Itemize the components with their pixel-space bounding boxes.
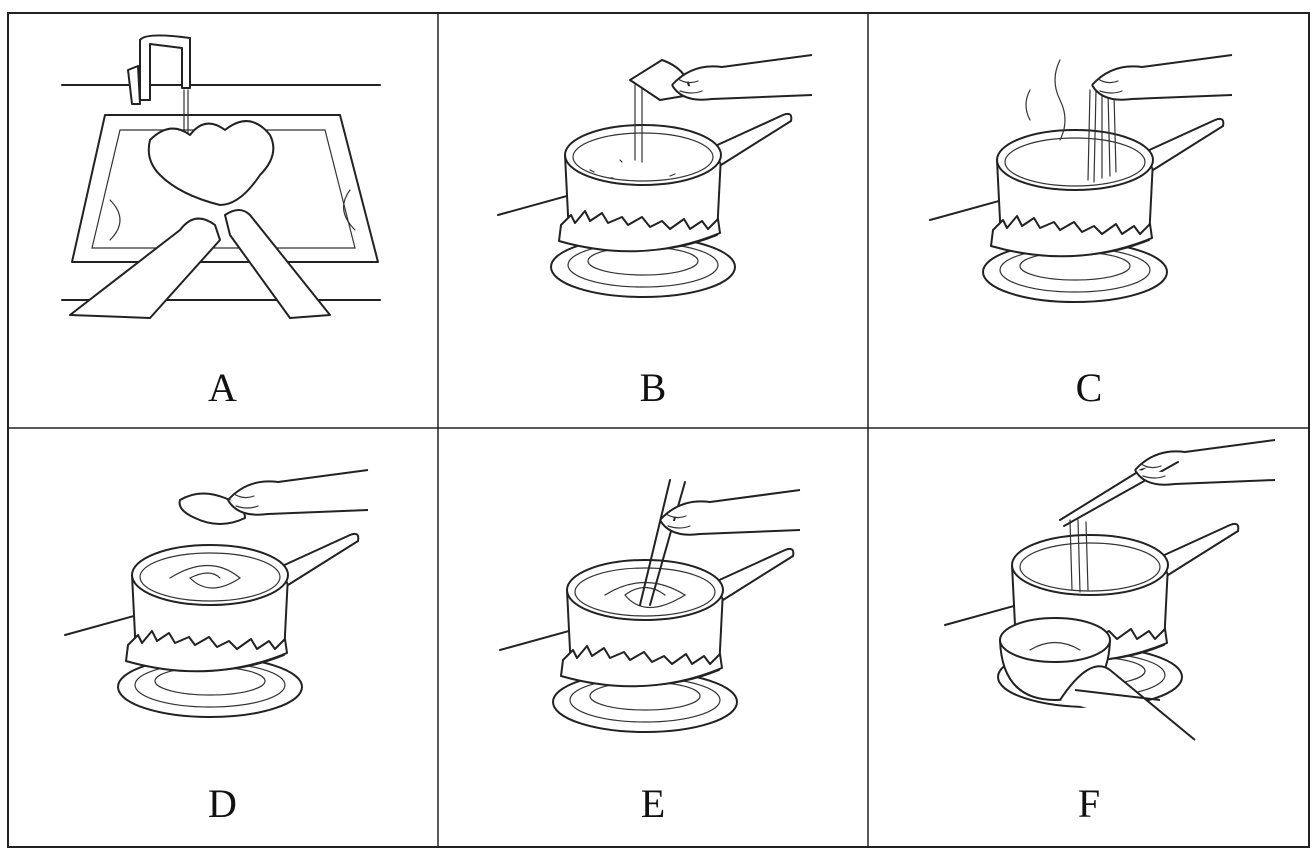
panel-label: B [639, 365, 667, 410]
pot-adding-noodles-illustration [929, 54, 1233, 303]
panel-label: A [208, 365, 237, 410]
panel-e: E [438, 428, 868, 848]
panel-label: E [640, 781, 666, 826]
sink-illustration [61, 34, 381, 319]
panel-c: C [868, 12, 1310, 428]
pot-stirring-illustration [499, 479, 801, 733]
panel-f: F [868, 428, 1310, 848]
serving-noodles-illustration [944, 439, 1276, 741]
panel-d: D [7, 428, 438, 848]
pot-adding-greens-illustration [64, 469, 369, 718]
panel-label: C [1075, 365, 1103, 410]
panel-label: D [208, 781, 237, 826]
pot-pouring-water-illustration [497, 54, 813, 298]
panel-a: A [7, 12, 438, 428]
panel-b: B [438, 12, 868, 428]
panel-label: F [1077, 781, 1101, 826]
diagram-grid [7, 12, 1310, 848]
